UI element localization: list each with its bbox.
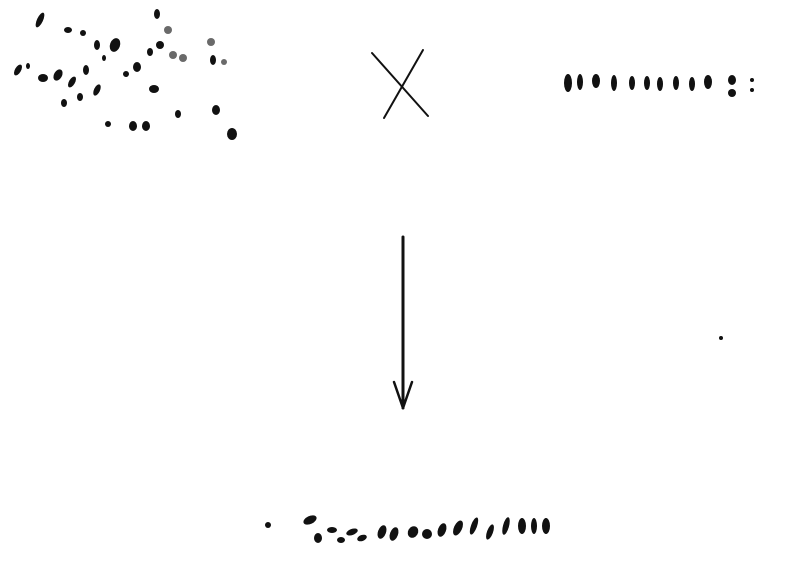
cell-mark (133, 62, 141, 72)
cell-mark (314, 533, 322, 543)
cell-mark (451, 519, 465, 537)
cell-mark (80, 30, 86, 36)
cell-mark (673, 76, 679, 90)
cell-mark (592, 74, 600, 88)
cell-mark (123, 71, 129, 77)
cell-mark (221, 59, 227, 65)
cell-mark (629, 76, 635, 90)
cell-mark (164, 26, 172, 34)
down-arrow-icon (394, 237, 412, 408)
cell-mark (129, 121, 137, 131)
offspring-cell-row (265, 513, 550, 543)
cell-mark (210, 55, 216, 65)
cell-mark (531, 518, 537, 534)
cell-mark (64, 27, 72, 33)
cell-mark (728, 75, 736, 85)
cell-mark (175, 110, 181, 118)
cell-mark (704, 75, 712, 89)
cell-mark (327, 527, 337, 533)
cell-mark (147, 48, 153, 56)
cell-mark (52, 68, 65, 82)
cell-mark (518, 518, 526, 534)
cell-mark (12, 63, 23, 76)
cell-mark (207, 38, 215, 46)
cell-mark (154, 9, 160, 19)
cell-mark (83, 65, 89, 75)
cell-mark (94, 40, 100, 50)
cell-mark (406, 524, 421, 539)
cell-mark (77, 93, 83, 101)
cell-mark (542, 518, 550, 534)
cell-mark (611, 75, 617, 91)
cell-mark (337, 537, 345, 543)
cell-mark (108, 37, 122, 54)
cell-mark (388, 526, 400, 542)
cell-mark (644, 76, 650, 90)
cell-mark (179, 54, 187, 62)
cell-mark (376, 524, 388, 540)
cell-mark (105, 121, 111, 127)
cell-mark (142, 121, 150, 131)
cell-mark (436, 522, 448, 538)
cell-mark (750, 78, 754, 82)
cell-mark (422, 529, 432, 539)
cell-mark (265, 522, 271, 528)
cell-mark (26, 63, 30, 69)
cell-mark (34, 11, 46, 28)
cell-mark (149, 85, 159, 93)
cell-mark (750, 88, 754, 92)
cell-mark (657, 77, 663, 91)
cell-mark (356, 533, 367, 542)
cell-mark (38, 74, 48, 82)
cell-mark (577, 74, 583, 90)
cell-mark (92, 83, 103, 96)
cell-mark (212, 105, 220, 115)
cell-mark (345, 527, 358, 537)
cell-mark (484, 523, 495, 540)
cell-mark (102, 55, 106, 61)
parent-a-cell-cluster (12, 9, 237, 140)
cell-mark (156, 41, 164, 49)
cell-mark (302, 513, 318, 526)
cell-mark (564, 74, 572, 92)
cell-mark (227, 128, 237, 140)
cell-mark (501, 517, 511, 536)
cross-icon (372, 50, 428, 118)
cell-mark (61, 99, 67, 107)
cell-mark (169, 51, 177, 59)
cell-mark (66, 75, 77, 88)
parent-b-cell-row (564, 74, 754, 97)
stray-speck (719, 336, 723, 340)
cell-mark (728, 89, 736, 97)
cell-mark (689, 77, 695, 91)
cell-mark (468, 517, 480, 536)
